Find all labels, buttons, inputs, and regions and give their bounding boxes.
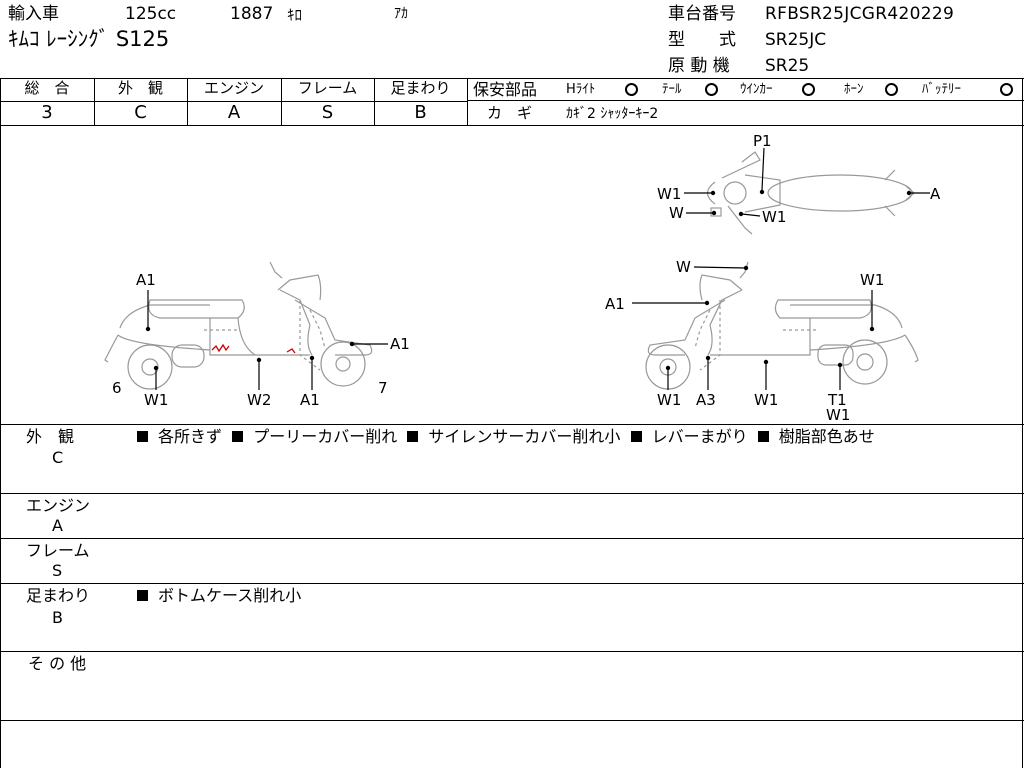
divider: [0, 78, 1, 768]
scooter-damage-diagram: P1 W1 W W1 A A1 A1 6 W1 W2 A1 7 W A1 W1 …: [104, 132, 941, 423]
bullet-icon: [137, 431, 148, 442]
damage-label: W2: [247, 391, 271, 409]
divider: [0, 424, 1024, 425]
damage-label: T1: [827, 391, 847, 409]
damage-label: A1: [390, 335, 410, 353]
divider: [0, 583, 1024, 584]
damage-label: W1: [826, 406, 850, 423]
bullet-icon: [407, 431, 419, 442]
damage-label: A3: [696, 391, 716, 409]
damage-label: W: [669, 204, 684, 222]
damage-label: A1: [300, 391, 320, 409]
remark-exterior-items: 各所きず プーリーカバー削れ サイレンサーカバー削れ小 レバーまがり 樹脂部色あ…: [137, 429, 875, 445]
model-name: ｷﾑｺ ﾚｰｼﾝｸﾞ S125: [8, 27, 170, 51]
grade-suspension-label: 足まわり: [390, 79, 451, 97]
damage-label: A1: [136, 271, 156, 289]
remark-item: 各所きず: [158, 427, 223, 446]
mileage-unit: ｷﾛ: [287, 6, 303, 24]
engine-model: SR25: [765, 56, 810, 76]
bullet-icon: [137, 590, 148, 601]
remark-item: サイレンサーカバー削れ小: [428, 427, 621, 446]
keys-label: カ ギ: [487, 104, 533, 122]
remark-exterior-label: 外 観: [26, 427, 75, 446]
bullet-icon: [232, 431, 244, 442]
divider: [187, 78, 188, 125]
divider: [0, 651, 1024, 652]
safety-item-horn: ﾎｰﾝ: [844, 82, 864, 97]
remark-item: プーリーカバー削れ: [253, 427, 398, 446]
color: ｱｶ: [394, 6, 408, 22]
check-circle-icon: [705, 83, 718, 96]
damage-label: W1: [657, 185, 681, 203]
damage-label: W1: [860, 271, 884, 289]
remark-item: レバーまがり: [651, 427, 748, 446]
damage-label: 7: [378, 379, 388, 397]
remark-suspension-label: 足まわり: [26, 586, 91, 605]
divider: [0, 125, 1024, 126]
divider: [0, 101, 468, 102]
grade-frame-label: フレーム: [297, 79, 358, 97]
divider: [0, 720, 1024, 721]
grade-total-label: 総 合: [24, 79, 70, 97]
damage-label: P1: [753, 132, 772, 150]
remark-exterior-grade: C: [52, 448, 64, 467]
bullet-icon: [630, 431, 642, 442]
safety-item-headlight: Hﾗｲﾄ: [566, 82, 596, 97]
damage-label: 6: [112, 379, 122, 397]
divider: [94, 78, 95, 125]
model-code: SR25JC: [765, 30, 827, 50]
divider: [0, 78, 1024, 79]
divider: [0, 493, 1024, 494]
damage-label: W1: [144, 391, 168, 409]
grade-engine-label: エンジン: [203, 79, 264, 97]
damage-label: W1: [762, 208, 786, 226]
grade-exterior-value: C: [134, 102, 147, 123]
grade-total-value: 3: [41, 102, 53, 123]
remark-frame-grade: S: [52, 561, 63, 580]
safety-item-tail: ﾃｰﾙ: [662, 82, 682, 97]
safety-parts-title: 保安部品: [473, 80, 538, 99]
divider: [374, 78, 375, 125]
check-circle-icon: [625, 83, 638, 96]
remark-other-label: そ の 他: [28, 654, 87, 673]
remark-engine-label: エンジン: [26, 496, 91, 515]
frame-no-label: 車台番号: [668, 4, 736, 24]
remark-engine-grade: A: [52, 516, 63, 535]
grade-suspension-value: B: [414, 102, 427, 123]
mileage: 1887: [230, 4, 274, 24]
remark-suspension-items: ボトムケース削れ小: [137, 588, 301, 604]
keys-value: ｶｷﾞ2 ｼｬｯﾀｰｷｰ2: [566, 106, 659, 122]
safety-item-battery: ﾊﾞｯﾃﾘｰ: [922, 82, 961, 97]
engine-label: 原 動 機: [668, 56, 730, 76]
bullet-icon: [757, 431, 769, 442]
damage-label: W: [676, 258, 691, 276]
check-circle-icon: [1000, 83, 1013, 96]
divider: [467, 78, 468, 125]
check-circle-icon: [802, 83, 815, 96]
vehicle-type: 輸入車: [8, 4, 59, 24]
remark-suspension-grade: B: [52, 608, 63, 627]
damage-label: A: [930, 185, 941, 203]
check-circle-icon: [885, 83, 898, 96]
divider: [1022, 78, 1023, 768]
divider: [468, 100, 1024, 101]
damage-label: W1: [657, 391, 681, 409]
remark-frame-label: フレーム: [26, 541, 90, 560]
remark-item: 樹脂部色あせ: [778, 427, 875, 446]
damage-label: W1: [754, 391, 778, 409]
grade-exterior-label: 外 観: [117, 79, 163, 97]
divider: [0, 538, 1024, 539]
model-code-label: 型 式: [668, 30, 736, 50]
grade-engine-value: A: [227, 102, 241, 123]
frame-no: RFBSR25JCGR420229: [765, 4, 955, 24]
remark-item: ボトムケース削れ小: [158, 586, 302, 605]
divider: [281, 78, 282, 125]
safety-item-winker: ｳｲﾝｶｰ: [740, 82, 773, 97]
grade-frame-value: S: [321, 102, 334, 123]
displacement: 125cc: [125, 4, 177, 24]
damage-label: A1: [605, 295, 625, 313]
